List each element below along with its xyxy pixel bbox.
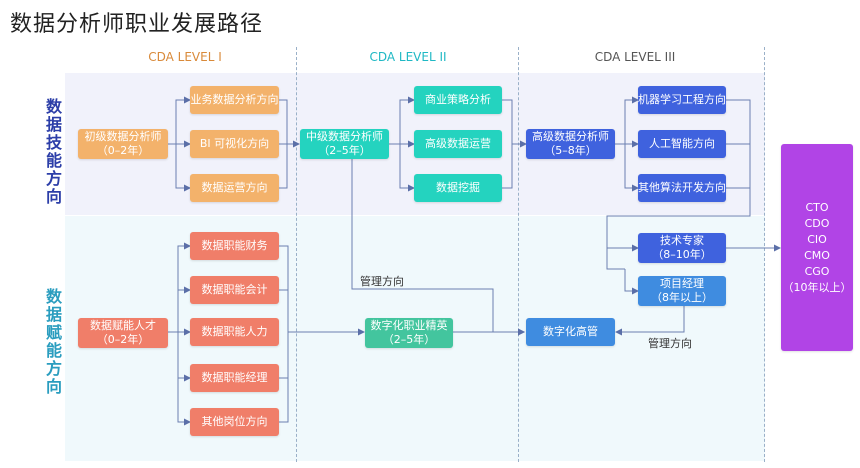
- level-2-header: CDA LEVEL II: [369, 50, 447, 64]
- role-cto: CTO: [805, 200, 829, 214]
- node-years: （2–5年）: [382, 333, 436, 346]
- empower-section-label: 数据赋能方向: [43, 288, 62, 396]
- column-divider: [518, 47, 519, 462]
- node-title: 高级数据分析师: [532, 130, 609, 143]
- business-analysis-node: 业务数据分析方向: [190, 86, 279, 114]
- junior-analyst-node: 初级数据分析师 （0–2年）: [78, 129, 168, 159]
- role-cmo: CMO: [804, 248, 830, 262]
- digital-exec-node: 数字化高管: [526, 318, 615, 346]
- other-roles-node: 其他岗位方向: [190, 408, 279, 436]
- column-divider: [764, 47, 765, 462]
- node-years: （0–2年）: [96, 144, 150, 157]
- hr-node: 数据职能人力: [190, 318, 279, 346]
- executive-roles-node: CTO CDO CIO CMO CGO （10年以上）: [781, 144, 853, 351]
- node-years: （5–8年）: [544, 144, 597, 157]
- data-mining-node: 数据挖掘: [414, 174, 502, 202]
- node-years: （8年以上）: [651, 291, 713, 304]
- accounting-node: 数据职能会计: [190, 276, 279, 304]
- role-cio: CIO: [807, 232, 827, 246]
- page-title: 数据分析师职业发展路径: [10, 12, 264, 37]
- node-title: 中级数据分析师: [306, 130, 383, 143]
- node-title: 项目经理: [660, 277, 704, 290]
- level-1-header: CDA LEVEL I: [148, 50, 222, 64]
- senior-analyst-node: 高级数据分析师 （5–8年）: [526, 129, 615, 159]
- role-cgo: CGO: [804, 264, 830, 278]
- node-title: 技术专家: [660, 234, 704, 247]
- data-operations-node: 数据运营方向: [190, 174, 279, 202]
- management-direction-note: 管理方向: [360, 275, 404, 288]
- business-strategy-node: 商业策略分析: [414, 86, 502, 114]
- tech-expert-node: 技术专家 （8–10年）: [638, 233, 726, 263]
- node-title: 初级数据分析师: [84, 130, 162, 143]
- ml-engineering-node: 机器学习工程方向: [638, 86, 726, 114]
- node-title: 数据赋能人才: [90, 319, 156, 332]
- finance-node: 数据职能财务: [190, 232, 279, 260]
- column-divider: [296, 47, 297, 462]
- level-3-header: CDA LEVEL III: [594, 50, 676, 64]
- node-years: （0–2年）: [96, 333, 150, 346]
- role-cdo: CDO: [804, 216, 830, 230]
- node-years: （8–10年）: [652, 248, 712, 261]
- bi-visualization-node: BI 可视化方向: [190, 130, 279, 158]
- management-direction-note: 管理方向: [648, 337, 692, 350]
- project-manager-node: 项目经理 （8年以上）: [638, 276, 726, 306]
- digital-elite-node: 数字化职业精英 （2–5年）: [365, 318, 453, 348]
- manager-node: 数据职能经理: [190, 364, 279, 392]
- algorithm-dev-node: 其他算法开发方向: [638, 174, 726, 202]
- advanced-operations-node: 高级数据运营: [414, 130, 502, 158]
- skills-section-label: 数据技能方向: [43, 98, 62, 206]
- role-years: （10年以上）: [782, 280, 852, 294]
- empower-talent-node: 数据赋能人才 （0–2年）: [78, 318, 168, 348]
- mid-analyst-node: 中级数据分析师 （2–5年）: [300, 129, 389, 159]
- ai-direction-node: 人工智能方向: [638, 130, 726, 158]
- node-years: （2–5年）: [318, 144, 371, 157]
- node-title: 数字化职业精英: [370, 319, 448, 332]
